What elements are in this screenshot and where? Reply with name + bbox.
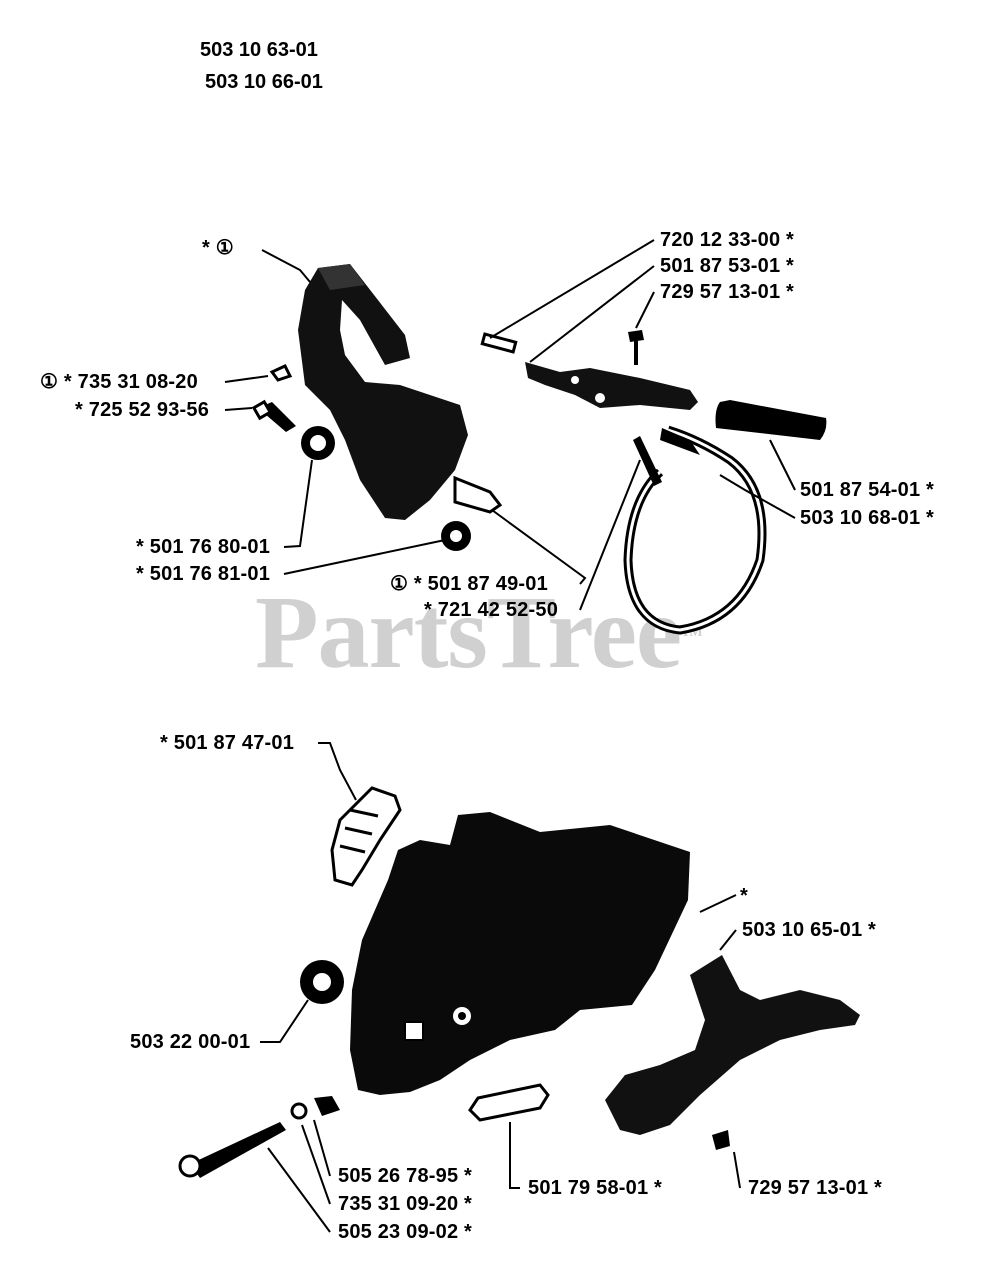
label-501-87-53-01: 501 87 53-01 * [660, 255, 795, 277]
label-501-87-54-01: 501 87 54-01 * [800, 479, 935, 501]
label-729-57-13-01-top: 729 57 13-01 * [660, 281, 795, 303]
label-505-26-78-95: 505 26 78-95 * [338, 1165, 473, 1187]
label-501-76-80-01: * 501 76 80-01 [136, 536, 271, 558]
long-bolt [178, 1122, 286, 1178]
label-505-23-09-02: 505 23 09-02 * [338, 1221, 473, 1243]
brake-band [623, 425, 767, 635]
label-501-87-49-01: ① * 501 87 49-01 [390, 573, 548, 595]
small-spring-clip [269, 364, 293, 382]
clutch-cover [350, 812, 690, 1095]
label-725-52-93-56: * 725 52 93-56 [75, 399, 210, 421]
label-501-79-58-01: 501 79 58-01 * [528, 1177, 663, 1199]
pivot-pin [453, 475, 503, 514]
nut-bushing [301, 426, 335, 460]
screw-729-bottom [712, 1130, 730, 1150]
label-503-10-68-01: 503 10 68-01 * [800, 507, 935, 529]
screw-725 [251, 399, 296, 432]
label-cover-asterisk: * [740, 885, 748, 907]
label-735-31-08-20: ① * 735 31 08-20 [40, 371, 198, 393]
watermark-text: PartsTree [255, 575, 682, 690]
chain-tensioner-bracket [605, 955, 860, 1135]
label-503-10-65-01: 503 10 65-01 * [742, 919, 877, 941]
small-screw [628, 330, 644, 365]
label-729-57-13-01-bottom: 729 57 13-01 * [748, 1177, 883, 1199]
nut-503-22 [300, 960, 344, 1004]
label-735-31-09-20: 735 31 09-20 * [338, 1193, 473, 1215]
washer-small [290, 1102, 308, 1120]
label-501-76-81-01: * 501 76 81-01 [136, 563, 271, 585]
model-code-2: 503 10 66-01 [205, 71, 323, 93]
label-503-22-00-01: 503 22 00-01 [130, 1031, 251, 1053]
spring-pin [480, 332, 518, 354]
model-code-1: 503 10 63-01 [200, 39, 318, 61]
leader-lines [224, 239, 796, 1233]
label-721-42-52-50: * 721 42 52-50 [424, 599, 559, 621]
label-501-87-47-01: * 501 87 47-01 [160, 732, 295, 754]
watermark: PartsTreeTM [255, 575, 703, 690]
linkage-arm [525, 362, 698, 410]
label-720-12-33-00: 720 12 33-00 * [660, 229, 795, 251]
band-pin [633, 436, 662, 486]
chain-catcher [468, 1083, 550, 1122]
handle-sleeve [715, 400, 827, 440]
brake-lever-part [298, 264, 468, 520]
label-note-1: * ① [202, 237, 234, 259]
plate-clip [314, 1096, 340, 1116]
bolt-501-76-81 [441, 521, 471, 551]
chain-guide-part [330, 786, 402, 887]
